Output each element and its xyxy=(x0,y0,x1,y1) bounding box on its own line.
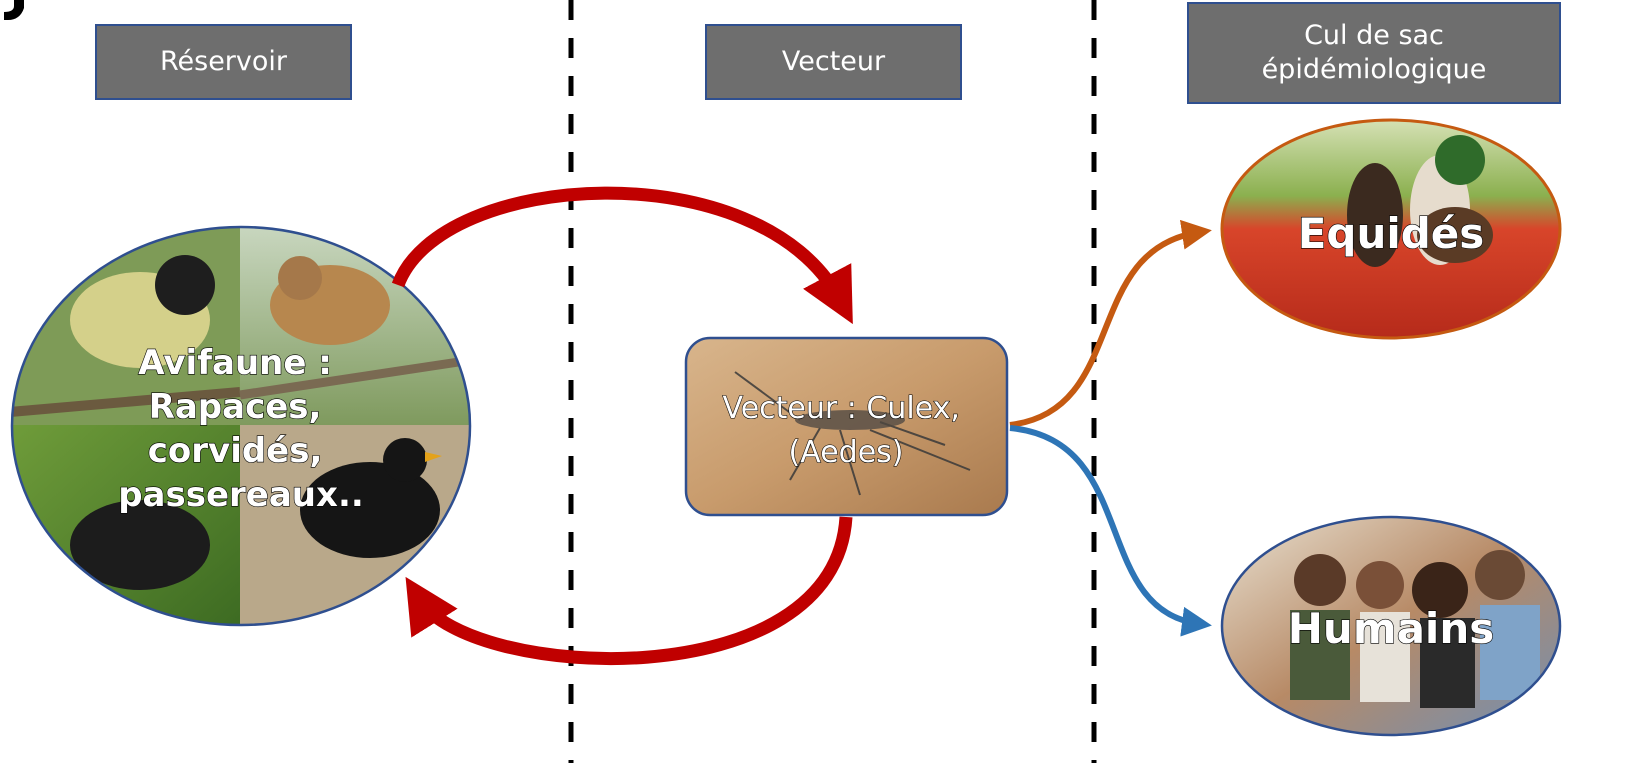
header-vecteur-label: Vecteur xyxy=(781,46,886,77)
vecteur-label-line: (Aedes) xyxy=(789,435,904,470)
humains-label: Humains xyxy=(1288,604,1494,653)
header-reservoir-label: Réservoir xyxy=(159,46,288,77)
avifaune-label-line: Rapaces, xyxy=(149,387,322,427)
equides-node: Equidés xyxy=(1220,118,1562,340)
arrow-vecteur-to-humains xyxy=(1009,425,1212,637)
arrow-vecteur-to-equides xyxy=(1009,219,1212,428)
arrow-reservoir-to-vecteur xyxy=(391,186,853,325)
header-vecteur: Vecteur xyxy=(705,24,962,100)
birds-photo xyxy=(12,227,470,625)
partial-letter-fragment xyxy=(4,0,24,20)
avifaune-node: Avifaune : Rapaces, corvidés, passereaux… xyxy=(10,225,472,627)
header-cul-de-sac-label: Cul de sac épidémiologique xyxy=(1261,20,1487,85)
avifaune-label-line: corvidés, xyxy=(148,431,323,471)
avifaune-label-line: passereaux.. xyxy=(118,475,364,515)
vecteur-label: Vecteur : Culex, (Aedes) xyxy=(723,391,970,470)
vecteur-node: Vecteur : Culex, (Aedes) xyxy=(684,336,1009,517)
horses-photo xyxy=(1222,120,1560,338)
avifaune-label: Avifaune : Rapaces, corvidés, passereaux… xyxy=(118,343,364,515)
arrow-vecteur-to-reservoir xyxy=(405,516,853,665)
people-photo xyxy=(1222,517,1560,735)
equides-label: Equidés xyxy=(1298,209,1485,258)
avifaune-label-line: Avifaune : xyxy=(138,343,332,383)
header-cul-de-sac: Cul de sac épidémiologique xyxy=(1187,2,1561,104)
vecteur-label-line: Vecteur : Culex, xyxy=(723,391,960,426)
header-reservoir: Réservoir xyxy=(95,24,352,100)
humains-node: Humains xyxy=(1220,515,1562,737)
